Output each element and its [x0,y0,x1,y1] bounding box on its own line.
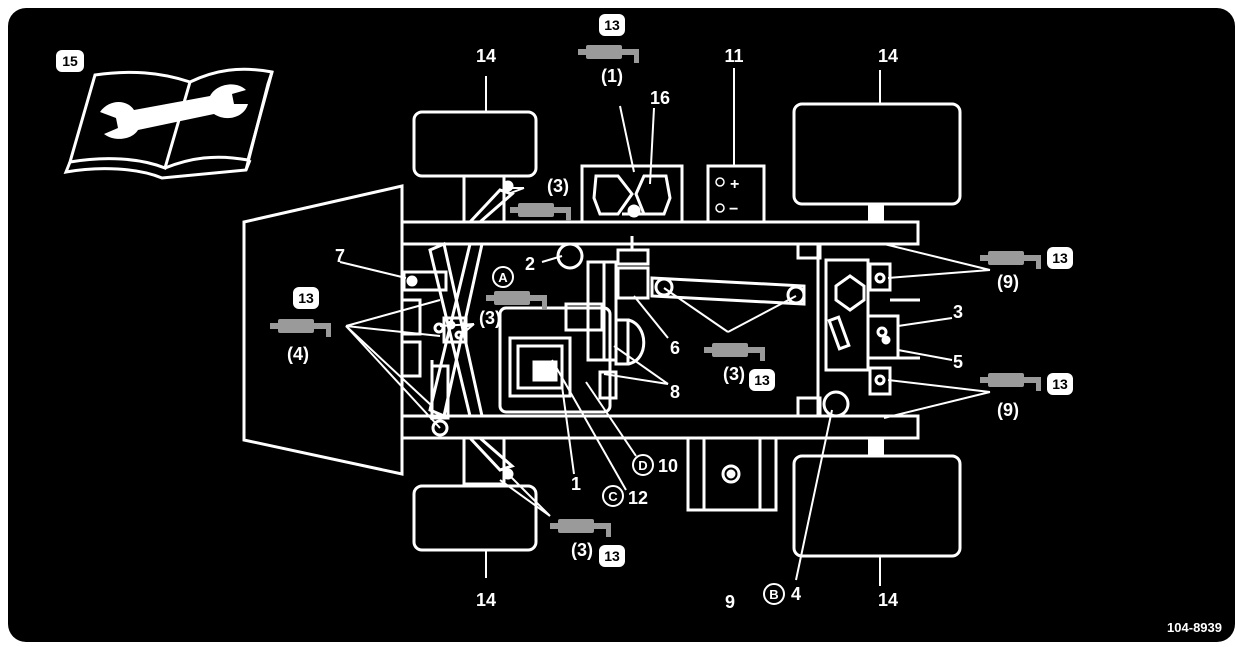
wheel-front-right [412,484,538,552]
engine [498,302,618,414]
callout-p3: (3) [547,176,569,196]
grease-badge: 13 [293,287,319,309]
svg-text:13: 13 [298,290,314,306]
svg-text:C: C [608,489,618,504]
callout-p3: (3) [571,540,593,560]
callout-1: 1 [571,474,581,494]
callout-4: 4 [791,584,801,604]
callout-p9: (9) [997,400,1019,420]
callout-11: 11 [724,46,743,66]
callout-14: 14 [878,590,898,610]
circle-letter-icon: B [763,583,785,605]
callout-p1: (1) [601,66,623,86]
front-implement [242,184,404,476]
callout-6: 6 [670,338,680,358]
circle-letter-icon: C [602,485,624,507]
grease-badge: 13 [599,545,625,567]
callout-10: 10 [658,456,678,476]
callout-9: 9 [725,592,735,612]
svg-text:15: 15 [62,53,78,69]
svg-text:13: 13 [1052,250,1068,266]
manual-badge: 15 [56,50,84,72]
callout-14: 14 [476,46,496,66]
pulley-assembly [586,236,650,366]
frame-rail-top [400,220,920,246]
grease-badge: 13 [1047,373,1073,395]
svg-text:+: + [730,176,739,193]
axle-stub [868,204,884,222]
svg-text:13: 13 [754,372,770,388]
svg-text:13: 13 [604,17,620,33]
front-suspension [400,174,515,486]
callout-16: 16 [650,88,670,108]
svg-text:−: − [729,201,738,218]
svg-text:B: B [769,587,778,602]
svg-text:D: D [638,458,647,473]
wrench-icon [100,84,248,139]
hitch-unit [686,436,778,512]
callout-8: 8 [670,382,680,402]
grease-badge: 13 [599,14,625,36]
oil-fill-cap [556,242,584,270]
callout-labels: 14 14 14 14 (1) 16 11 (3) 7 (4) (3) 2 6 … [287,46,1019,612]
svg-text:A: A [498,270,508,285]
axle-stub [868,438,884,456]
battery-icon: + − [706,164,766,224]
leader-lines [339,68,991,581]
frame-rail-bottom [400,414,920,440]
callout-p4: (4) [287,344,309,364]
wheel-rear-left [792,102,962,206]
callout-5: 5 [953,352,963,372]
callout-p9: (9) [997,272,1019,292]
callout-p3: (3) [479,308,501,328]
callout-7: 7 [335,246,345,266]
callout-2: 2 [525,254,535,274]
callout-12: 12 [628,488,648,508]
circle-letter-icon: D [632,454,654,476]
callout-3: 3 [953,302,963,322]
svg-text:13: 13 [1052,376,1068,392]
callout-14: 14 [878,46,898,66]
hydraulic-fill-cap [822,390,850,418]
service-manual-icon [63,67,274,180]
decal-code: 104-8939 [1167,620,1222,635]
svg-text:13: 13 [604,548,620,564]
grease-badge: 13 [1047,247,1073,269]
circle-letter-icon: A [492,266,514,288]
wheel-front-left [412,110,538,178]
grease-badge: 13 [749,369,775,391]
callout-14: 14 [476,590,496,610]
drive-shaft [650,276,806,306]
callout-p3: (3) [723,364,745,384]
